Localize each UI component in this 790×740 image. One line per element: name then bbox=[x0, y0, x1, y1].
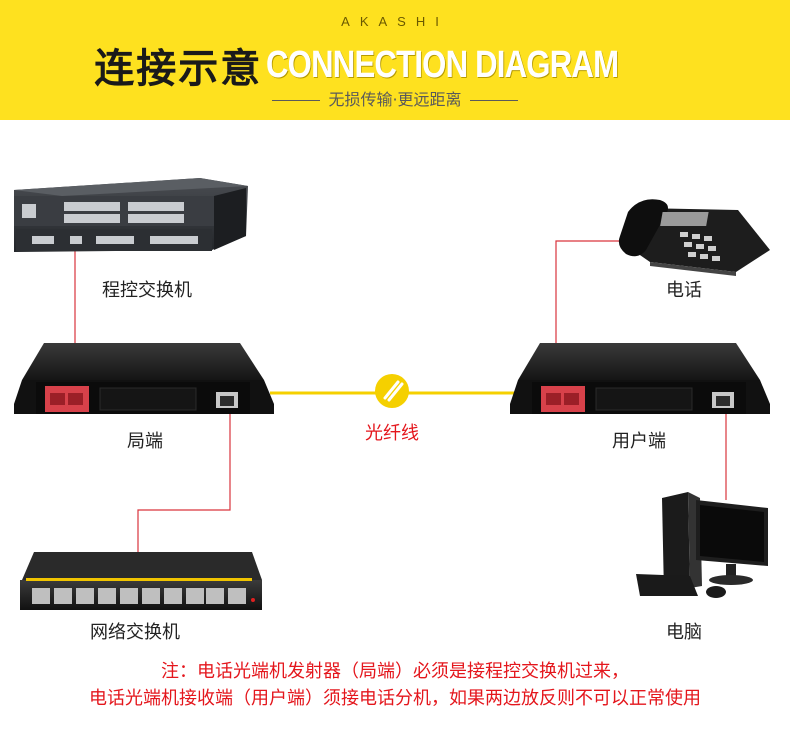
pbx-device bbox=[14, 178, 248, 252]
label-fiber: 光纤线 bbox=[365, 423, 419, 444]
office-end-device bbox=[14, 343, 274, 414]
phone-device bbox=[618, 199, 770, 276]
title-chinese: 连接示意 bbox=[94, 46, 263, 92]
network-switch-device bbox=[20, 552, 262, 610]
fiber-line bbox=[270, 374, 520, 408]
label-user-end: 用户端 bbox=[612, 431, 666, 452]
label-switch: 网络交换机 bbox=[90, 622, 180, 643]
title-english: CONNECTION DIAGRAM bbox=[266, 43, 619, 86]
subtitle-left-rule bbox=[272, 100, 321, 101]
subtitle: 无损传输·更远距离 bbox=[0, 86, 790, 110]
brand-name: AKASHI bbox=[341, 14, 449, 29]
computer-tower bbox=[662, 492, 690, 594]
subtitle-right-rule bbox=[469, 100, 518, 101]
label-computer: 电脑 bbox=[666, 622, 702, 643]
subtitle-text: 无损传输·更远距离 bbox=[328, 90, 462, 109]
user-end-device bbox=[510, 343, 770, 414]
computer-mouse bbox=[706, 586, 726, 598]
computer-keyboard bbox=[636, 574, 698, 596]
label-pbx: 程控交换机 bbox=[102, 280, 192, 301]
office-to-switch-wire bbox=[137, 401, 231, 590]
label-phone: 电话 bbox=[666, 280, 702, 301]
label-office-end: 局端 bbox=[127, 431, 163, 452]
note-line-2: 电话光端机接收端（用户端）须接电话分机，如果两边放反则不可以正常使用 bbox=[89, 688, 701, 709]
note-line-1: 注：电话光端机发射器（局端）必须是接程控交换机过来， bbox=[161, 661, 629, 682]
computer-device bbox=[636, 492, 768, 598]
